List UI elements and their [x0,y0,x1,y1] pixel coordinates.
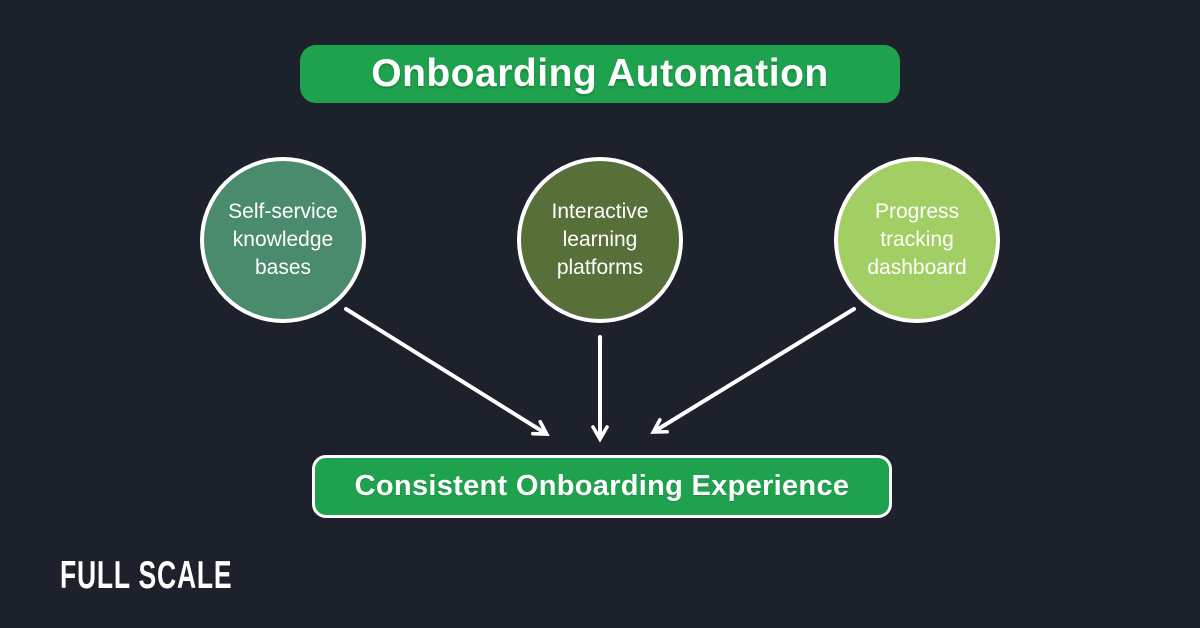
title-banner: Onboarding Automation [300,45,900,103]
node-self-service-knowledge-bases: Self-service knowledge bases [200,157,366,323]
node-label: Interactive learning platforms [551,200,649,279]
page-title: Onboarding Automation [371,52,829,95]
full-scale-logo: FULL SCALE [60,554,233,598]
result-label: Consistent Onboarding Experience [354,470,850,502]
node-progress-tracking-dashboard: Progress tracking dashboard [834,157,1000,323]
result-banner: Consistent Onboarding Experience [312,455,892,518]
arrow-right [650,307,856,434]
node-label: Self-service knowledge bases [228,200,338,279]
node-label: Progress tracking dashboard [867,200,967,279]
node-interactive-learning-platforms: Interactive learning platforms [517,157,683,323]
arrow-left [344,307,550,436]
